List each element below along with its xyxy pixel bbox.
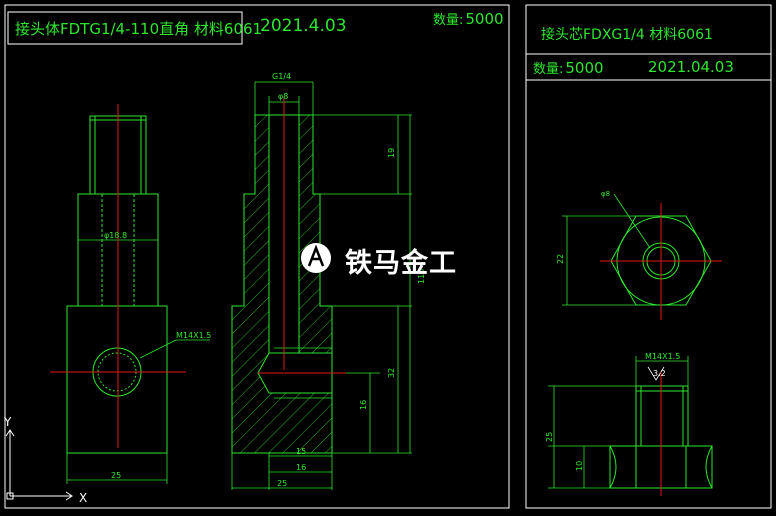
dim-d8: φ8 bbox=[278, 92, 288, 101]
dim-d8-right: φ8 bbox=[601, 190, 610, 198]
dim-g14: G1/4 bbox=[272, 72, 291, 81]
right-quantity-label: 数量: bbox=[533, 62, 564, 77]
dim-m14-right: M14X1.5 bbox=[645, 352, 680, 361]
dim-h25: 25 bbox=[545, 432, 554, 442]
left-quantity-label: 数量: bbox=[433, 13, 464, 28]
dim-h32: 32 bbox=[387, 368, 396, 378]
left-quantity: 数量:5000 bbox=[433, 9, 504, 28]
front-view-centerlines bbox=[50, 104, 186, 448]
dim-h19: 19 bbox=[387, 148, 396, 158]
dim-w25-left: 25 bbox=[111, 471, 121, 480]
dim-h22: 22 bbox=[556, 254, 565, 264]
hex-top-view bbox=[562, 193, 712, 306]
dim-h16v: 16 bbox=[359, 400, 368, 410]
dim-d18: φ18.8 bbox=[104, 231, 127, 240]
dim-m14-left: M14X1.5 bbox=[176, 331, 211, 340]
dim-w16: 16 bbox=[296, 463, 306, 472]
dim-w15: 15 bbox=[296, 447, 306, 456]
dim-h10: 10 bbox=[575, 461, 584, 471]
right-quantity-value: 5000 bbox=[565, 59, 604, 77]
hex-top-centerlines bbox=[600, 203, 722, 320]
section-dimensions bbox=[231, 81, 412, 490]
right-date: 2021.04.03 bbox=[648, 58, 734, 76]
drawing-frames bbox=[4, 4, 772, 509]
dim-w25-side: 25 bbox=[277, 479, 287, 488]
right-quantity: 数量:5000 bbox=[533, 58, 604, 77]
section-view bbox=[231, 114, 333, 454]
dim-h110: 110 bbox=[417, 269, 426, 284]
left-title: 接头体FDTG1/4-110直角 材料6061 bbox=[15, 20, 263, 38]
logo-text: 铁马金工 bbox=[345, 248, 457, 279]
axis-y-label: Y bbox=[3, 415, 12, 429]
left-quantity-value: 5000 bbox=[465, 10, 504, 28]
dim-v32: 3.2 bbox=[653, 369, 666, 378]
hex-side-view bbox=[548, 356, 713, 489]
right-title: 接头芯FDXG1/4 材料6061 bbox=[541, 27, 713, 43]
axis-x-label: X bbox=[79, 491, 87, 505]
front-view bbox=[66, 115, 210, 484]
logo bbox=[301, 243, 331, 273]
ucs-axis-icon bbox=[5, 429, 73, 501]
left-date: 2021.4.03 bbox=[260, 16, 347, 36]
